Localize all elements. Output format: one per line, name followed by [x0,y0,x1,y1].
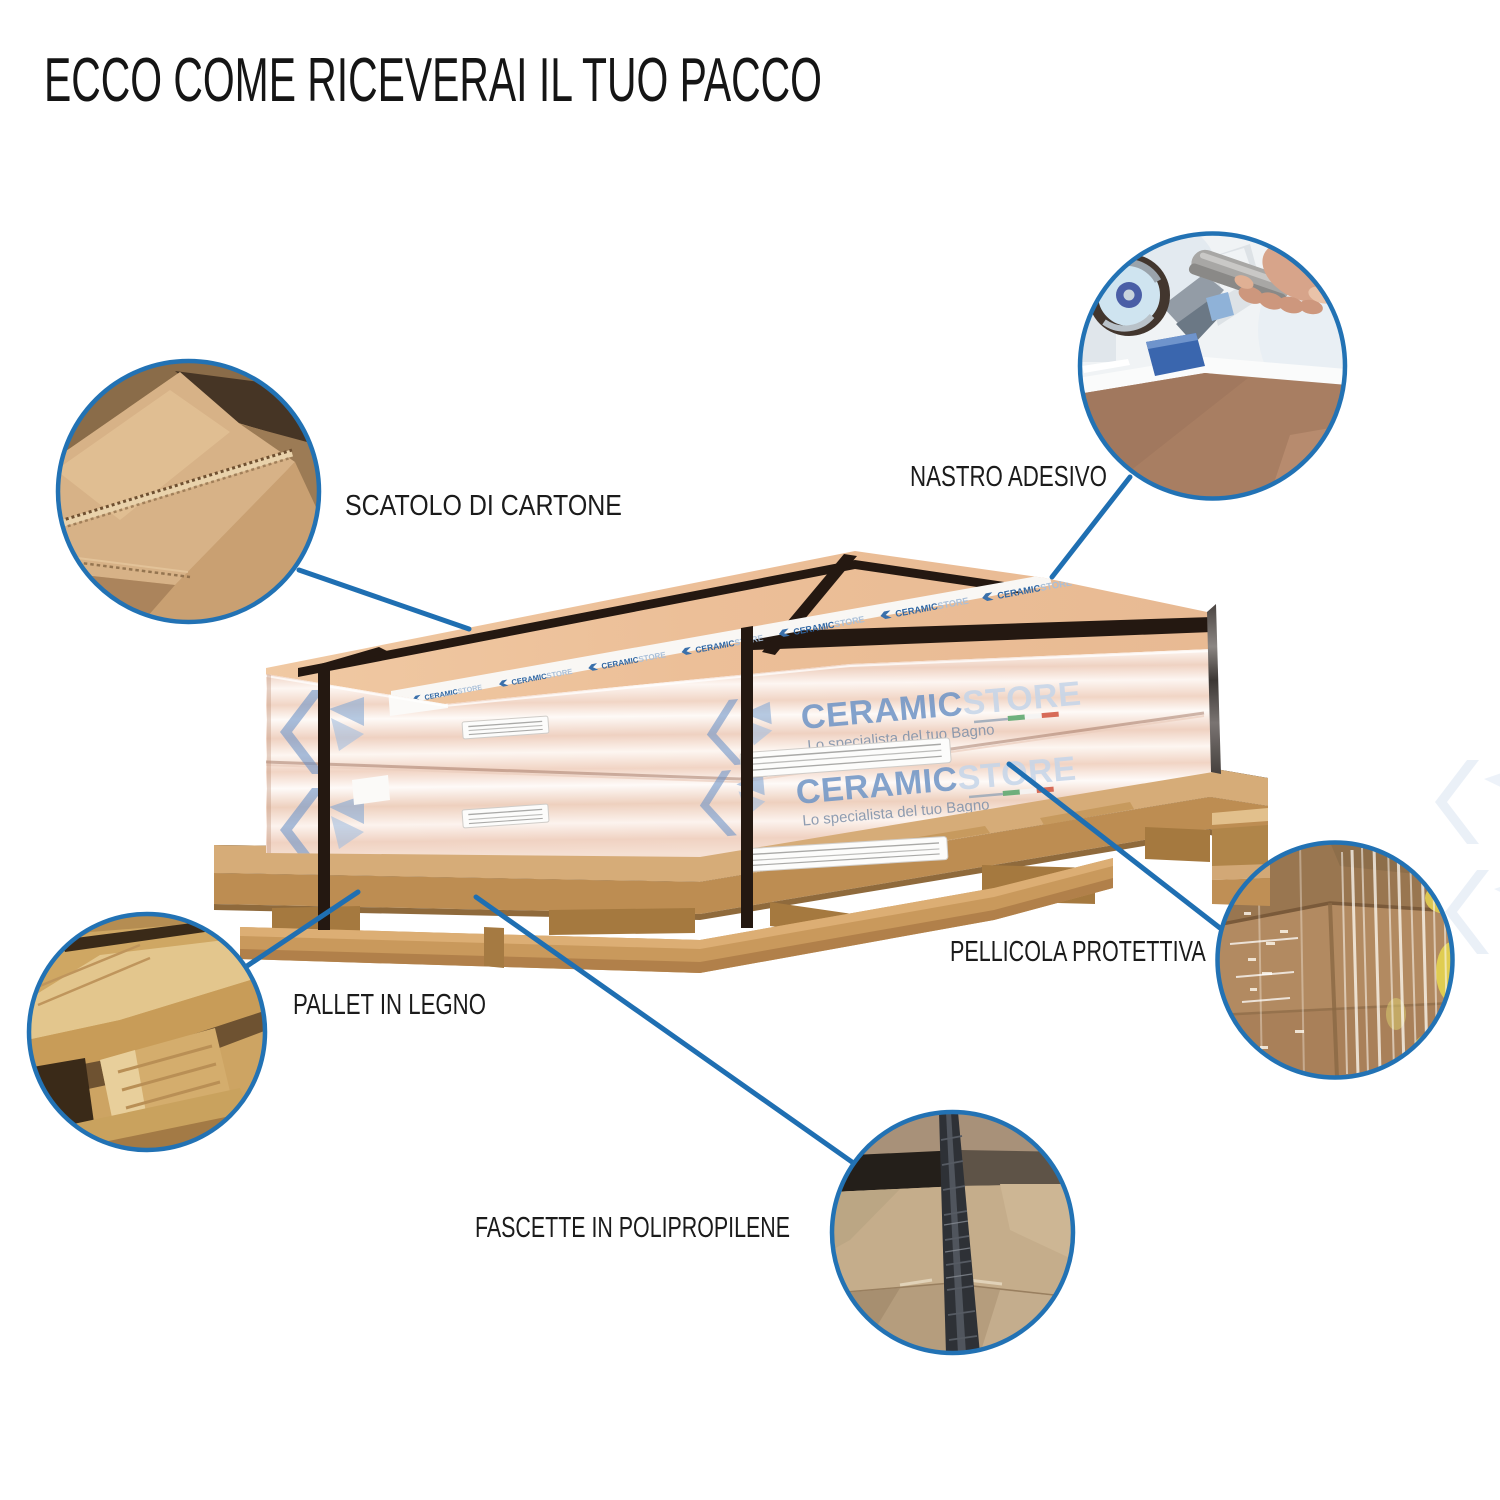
svg-text:PALLET IN LEGNO: PALLET IN LEGNO [293,989,486,1020]
svg-text:SCATOLO DI CARTONE: SCATOLO DI CARTONE [345,489,622,521]
svg-text:FASCETTE IN POLIPROPILENE: FASCETTE IN POLIPROPILENE [475,1212,790,1244]
svg-text:PELLICOLA PROTETTIVA: PELLICOLA PROTETTIVA [950,936,1206,968]
svg-text:ECCO COME RICEVERAI IL TUO PAC: ECCO COME RICEVERAI IL TUO PACCO [44,45,822,115]
svg-text:NASTRO ADESIVO: NASTRO ADESIVO [910,461,1107,492]
